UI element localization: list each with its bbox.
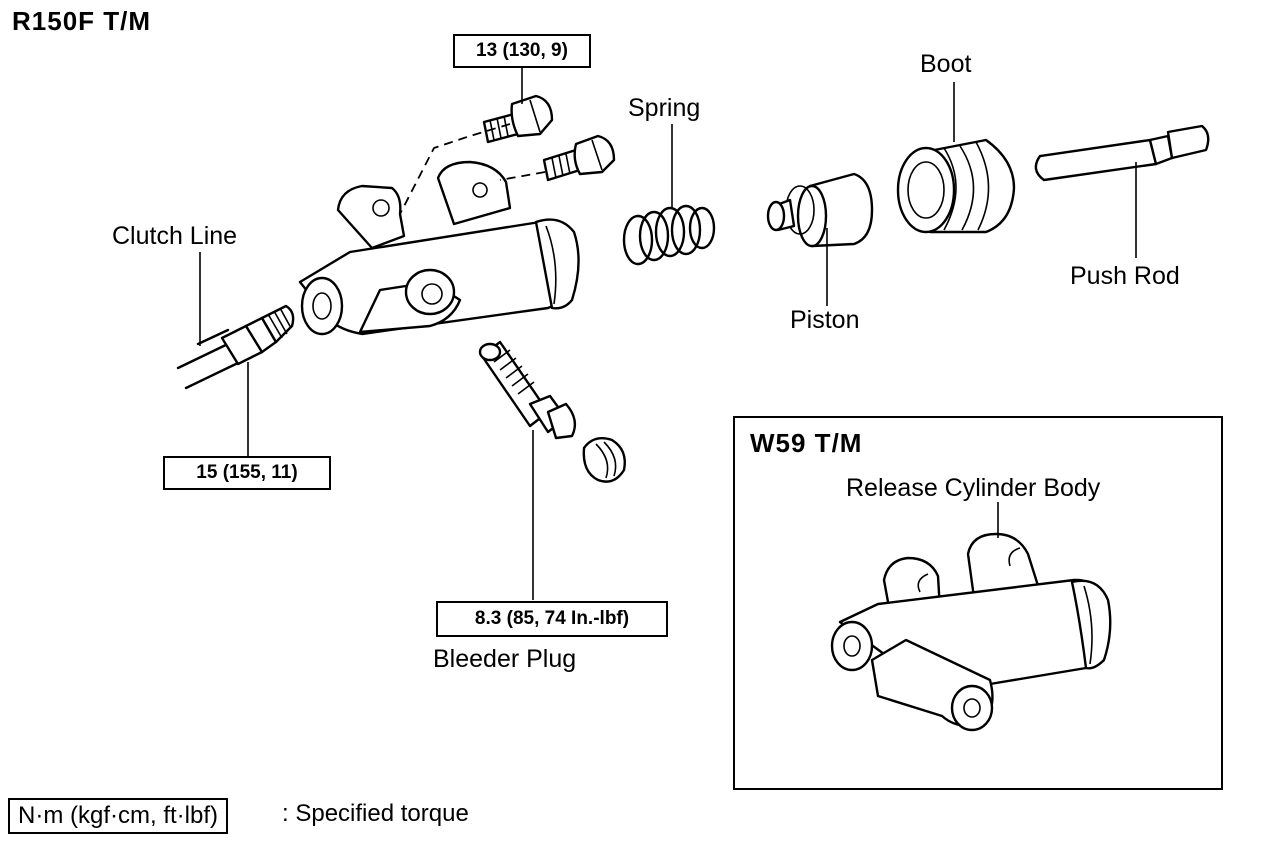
label-clutch-line: Clutch Line xyxy=(112,222,238,250)
clutch-line-tube xyxy=(176,328,242,390)
bolt-upper xyxy=(482,94,554,144)
legend-unit-box: N·m (kgf·cm, ft·lbf) xyxy=(8,798,228,834)
label-spring: Spring xyxy=(628,94,701,122)
label-release-cylinder-body: Release Cylinder Body xyxy=(846,474,1101,502)
inset-title: W59 T/M xyxy=(750,428,863,458)
w59-inset-panel xyxy=(733,416,1223,790)
bolt-upper-leader xyxy=(399,123,511,215)
bolt-lower-leader xyxy=(499,171,546,181)
main-title: R150F T/M xyxy=(12,6,152,36)
release-cylinder-body xyxy=(298,160,580,336)
label-boot: Boot xyxy=(920,50,972,78)
torque-box-clutch-line: 15 (155, 11) xyxy=(163,456,331,490)
bleeder-cap xyxy=(582,437,626,483)
torque-box-bolt: 13 (130, 9) xyxy=(453,34,591,68)
piston xyxy=(766,172,874,248)
push-rod xyxy=(1034,124,1210,182)
spring xyxy=(622,204,716,266)
label-piston: Piston xyxy=(790,306,860,334)
bleeder-plug xyxy=(478,340,577,440)
boot xyxy=(896,138,1016,234)
bolt-lower xyxy=(542,134,616,182)
clutch-line-fitting xyxy=(220,304,295,366)
w59-release-cylinder-body xyxy=(830,532,1112,732)
label-bleeder-plug: Bleeder Plug xyxy=(433,645,577,673)
legend-description: : Specified torque xyxy=(282,800,469,827)
label-push-rod: Push Rod xyxy=(1070,262,1180,290)
torque-box-bleeder-plug: 8.3 (85, 74 In.-lbf) xyxy=(436,601,668,637)
